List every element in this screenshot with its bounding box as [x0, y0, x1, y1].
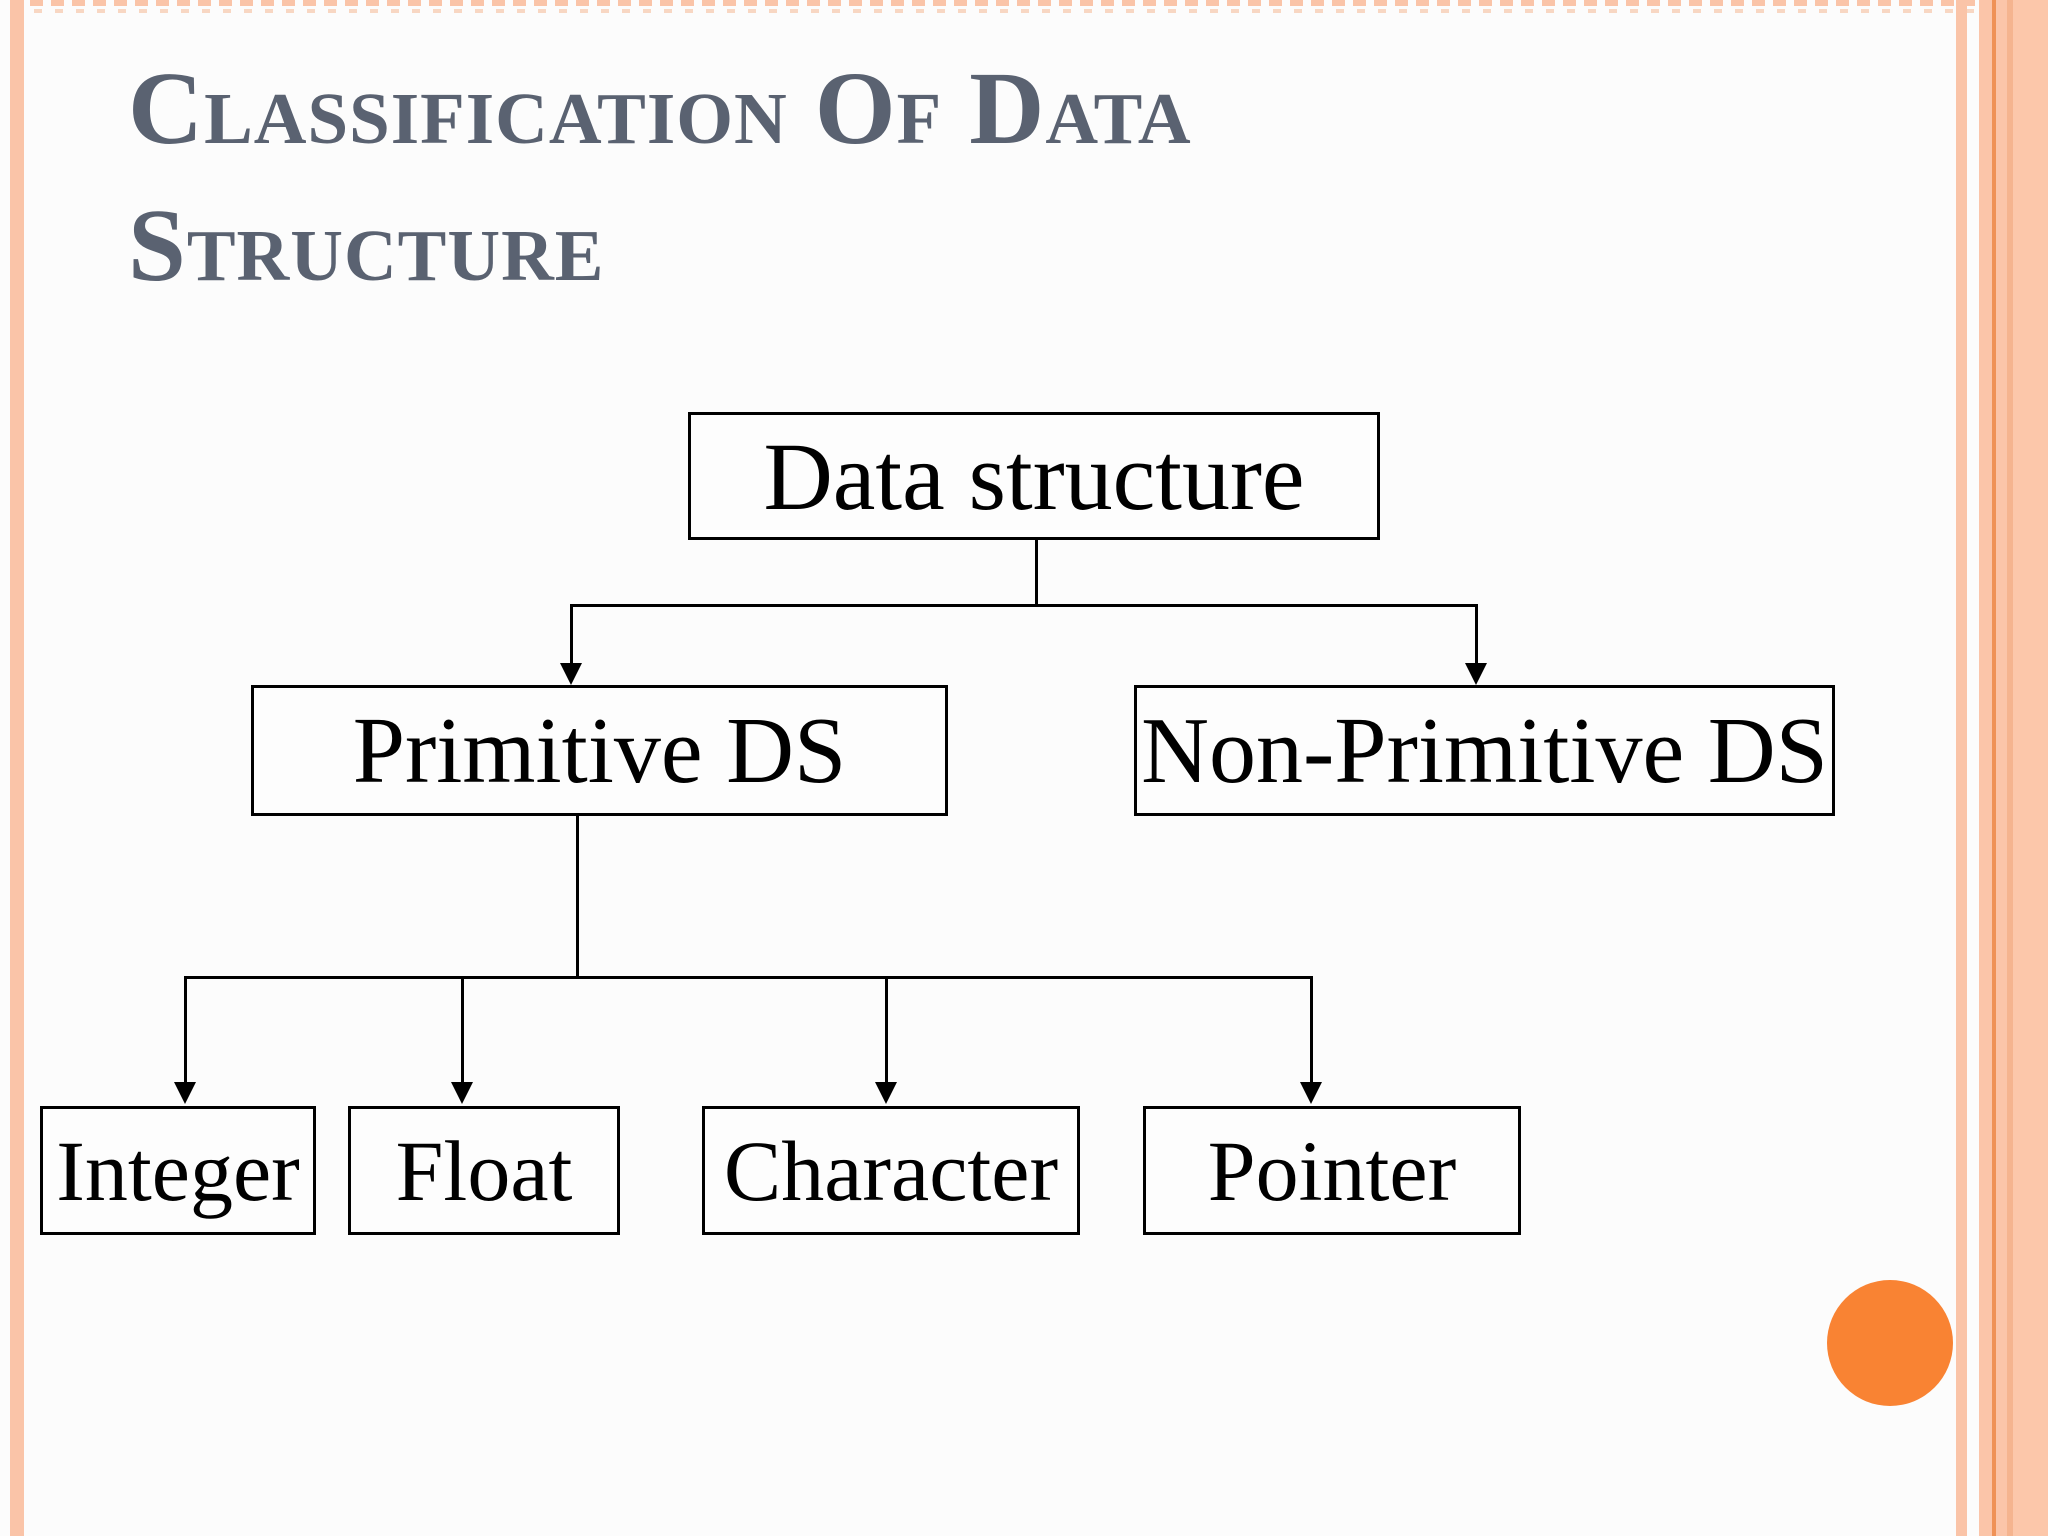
arrow-to-primitive-icon — [560, 663, 582, 685]
connector-stem-primitive — [570, 604, 573, 663]
slide-title-line2: Structure — [128, 188, 605, 304]
node-character: Character — [702, 1106, 1080, 1235]
corner-circle-decoration — [1827, 1280, 1953, 1406]
node-primitive-ds: Primitive DS — [251, 685, 948, 816]
node-float: Float — [348, 1106, 620, 1235]
connector-stem-float — [461, 976, 464, 1082]
node-data-structure-label: Data structure — [763, 422, 1305, 530]
connector-level2-horizontal — [184, 976, 1313, 979]
connector-stem-character — [885, 976, 888, 1082]
right-accent-stripe — [1956, 0, 1967, 1536]
node-non-primitive-ds: Non-Primitive DS — [1134, 685, 1835, 816]
arrow-to-float-icon — [451, 1082, 473, 1104]
connector-primitive-drop — [576, 816, 579, 979]
node-non-primitive-ds-label: Non-Primitive DS — [1141, 698, 1828, 803]
node-pointer-label: Pointer — [1207, 1122, 1457, 1219]
node-integer-label: Integer — [56, 1122, 300, 1219]
left-accent-stripe — [10, 0, 24, 1536]
arrow-to-nonprimitive-icon — [1465, 663, 1487, 685]
connector-level1-horizontal — [570, 604, 1478, 607]
node-primitive-ds-label: Primitive DS — [352, 698, 847, 803]
connector-stem-integer — [184, 976, 187, 1082]
right-accent-band — [1979, 0, 2048, 1536]
node-integer: Integer — [40, 1106, 316, 1235]
connector-stem-nonprimitive — [1475, 604, 1478, 663]
slide-title: Classification Of Data Structure — [128, 40, 1688, 315]
node-pointer: Pointer — [1143, 1106, 1521, 1235]
node-float-label: Float — [395, 1122, 573, 1219]
slide-title-line1: Classification Of Data — [128, 51, 1192, 166]
connector-stem-pointer — [1310, 976, 1313, 1082]
top-dashed-border — [30, 0, 2018, 6]
arrow-to-pointer-icon — [1300, 1082, 1322, 1104]
node-data-structure: Data structure — [688, 412, 1380, 540]
connector-root-drop — [1035, 540, 1038, 607]
arrow-to-character-icon — [875, 1082, 897, 1104]
node-character-label: Character — [723, 1122, 1059, 1219]
top-dashed-border-secondary — [34, 9, 2018, 13]
arrow-to-integer-icon — [174, 1082, 196, 1104]
